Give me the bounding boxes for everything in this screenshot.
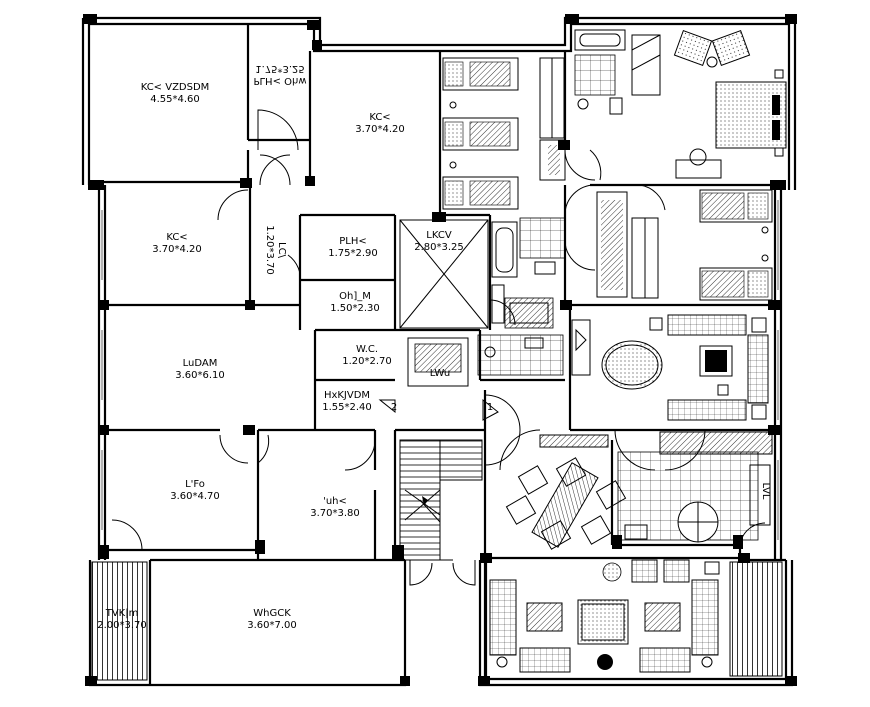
staircase (399, 439, 483, 561)
room-label-dining-left: L'Fo 3.60*4.70 (160, 479, 230, 503)
room-dims: 1.55*2.40 (322, 402, 372, 413)
room-name: Oh]_M (339, 291, 371, 302)
room-name: KC< VZDSDM (140, 82, 210, 93)
room-dims: 1.75*3.25 (255, 63, 305, 74)
room-label-terrace: TVK|m 2.00*3.70 (92, 608, 152, 632)
room-dims: 2.00*3.70 (97, 620, 147, 631)
room-name: KC< (166, 232, 188, 243)
side-steps (91, 561, 783, 681)
room-label-hall: HxKJVDM 1.55*2.40 (312, 390, 382, 414)
lift-shaft (399, 219, 489, 387)
room-dims: 3.60*7.00 (247, 620, 297, 631)
room-dims: 4.55*4.60 (150, 94, 200, 105)
room-label-corridor: LC\ 1.20*3.70 (263, 215, 287, 285)
room-label-lift: LKCV 2.80*3.25 (404, 230, 474, 254)
level-marker-2: 2 (390, 402, 398, 413)
room-label-wc: W.C. 1.20*2.70 (332, 344, 402, 368)
room-name: WhGCK (253, 608, 291, 619)
left-windows (101, 200, 779, 540)
room-name: W.C. (355, 344, 379, 355)
room-name: L'Fo (185, 479, 205, 490)
room-name: LC\ (276, 242, 287, 258)
room-label-store: Oh]_M 1.50*2.30 (320, 291, 390, 315)
living-furniture (505, 314, 773, 550)
room-dims: 1.20*2.70 (342, 356, 392, 367)
room-label-bedroom-2: KC< 3.70*4.20 (345, 112, 415, 136)
room-dims: 1.20*3.70 (264, 225, 275, 275)
room-dims: 1.50*2.30 (330, 303, 380, 314)
level-markers (378, 398, 499, 421)
room-name: PLH< Ohw (253, 75, 307, 86)
room-dims: 1.75*2.90 (328, 248, 378, 259)
bedroom-furniture (442, 29, 787, 301)
room-name: TVK|m (105, 608, 139, 619)
room-label-bedroom-3: KC< 3.70*4.20 (142, 232, 212, 256)
room-label-dressing: PLH< Ohw 1.75*3.25 (240, 62, 320, 86)
bathroom-fixtures (477, 217, 566, 376)
room-dims: 3.60*6.10 (175, 370, 225, 381)
room-label-lift-lobby: LWu (420, 368, 460, 380)
room-name: KC< (369, 112, 391, 123)
room-name: PLH< (339, 236, 367, 247)
room-dims: 2.80*3.25 (414, 242, 464, 253)
room-label-kitchen-unit: LVL (759, 471, 771, 511)
room-label-reception-left: WhGCK 3.60*7.00 (232, 608, 312, 632)
room-dims: 3.70*4.20 (355, 124, 405, 135)
room-dims: 3.70*4.20 (152, 244, 202, 255)
room-name: HxKJVDM (323, 390, 371, 401)
room-name: LKCV (426, 230, 452, 241)
room-dims: 3.70*3.80 (310, 508, 360, 519)
reception-furniture (489, 559, 720, 673)
room-label-top-left-bedroom: KC< VZDSDM 4.55*4.60 (120, 82, 230, 106)
room-label-dressing-2: PLH< 1.75*2.90 (318, 236, 388, 260)
room-name: LWu (429, 368, 451, 379)
room-dims: 3.60*4.70 (170, 491, 220, 502)
room-name: LuDAM (182, 358, 218, 369)
room-name: 'uh< (323, 496, 347, 507)
room-label-hall-2: 'uh< 3.70*3.80 (300, 496, 370, 520)
door-swings (111, 109, 766, 590)
room-label-majlis: LuDAM 3.60*6.10 (165, 358, 235, 382)
level-marker-1: 1 (486, 402, 494, 413)
room-name: LVL (760, 482, 771, 500)
